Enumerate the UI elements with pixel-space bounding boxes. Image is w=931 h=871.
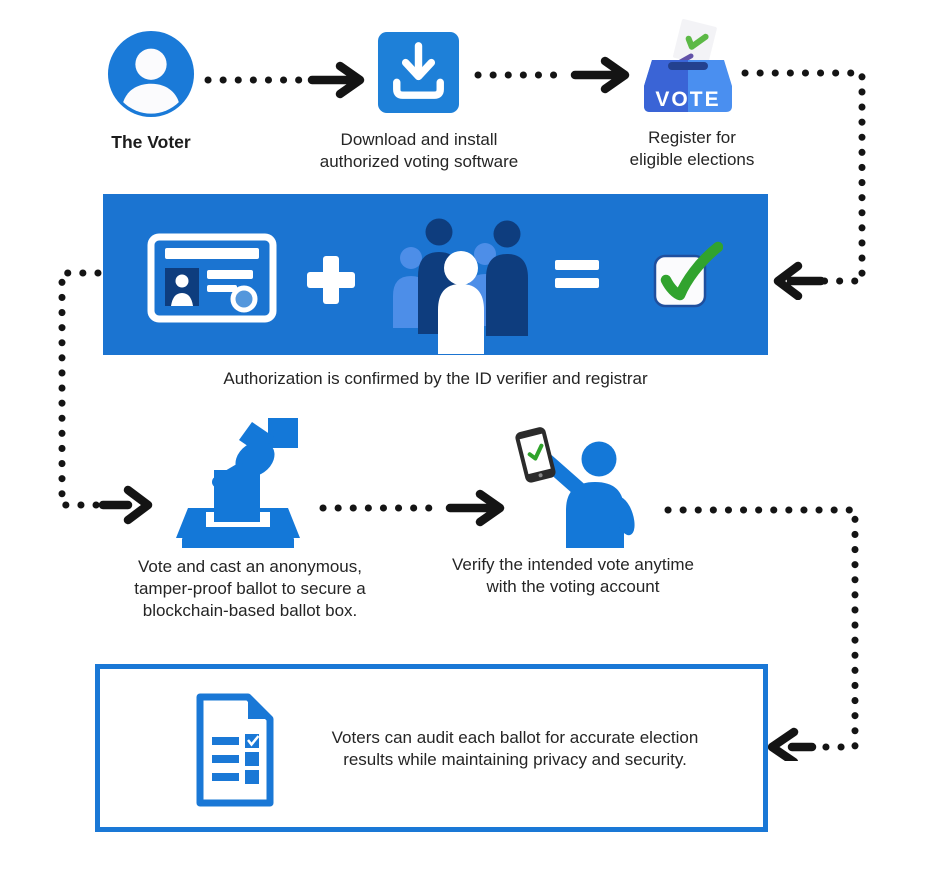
plus-icon <box>307 256 355 304</box>
audit-result-box: Voters can audit each ballot for accurat… <box>95 664 768 832</box>
verify-caption: Verify the intended vote anytime with th… <box>452 555 694 596</box>
audit-document-icon <box>196 693 274 807</box>
vote-ballot-box-icon: VOTE <box>644 19 732 112</box>
equals-icon <box>555 260 599 288</box>
verify-phone-icon <box>515 427 635 548</box>
connector-register-to-banner <box>741 69 866 300</box>
download-caption: Download and install authorized voting s… <box>319 130 519 171</box>
download-icon <box>377 31 460 114</box>
voter-avatar-icon <box>107 30 195 118</box>
cast-caption: Vote and cast an anonymous, tamper-proof… <box>134 557 366 620</box>
authorization-banner <box>103 194 768 355</box>
register-caption: Register for eligible elections <box>629 128 755 169</box>
connector-download-to-register <box>474 56 630 94</box>
checkbox-check-icon <box>653 241 723 308</box>
connector-voter-to-download <box>204 61 365 99</box>
vote-box-text: VOTE <box>655 88 720 111</box>
cast-ballot-icon <box>176 418 300 548</box>
id-card-icon <box>147 233 277 323</box>
connector-cast-to-verify <box>319 489 505 527</box>
connector-verify-to-audit <box>664 506 859 761</box>
people-group-icon <box>393 218 528 354</box>
banner-caption: Authorization is confirmed by the ID ver… <box>223 369 648 388</box>
connector-banner-to-cast <box>58 269 153 525</box>
voter-label: The Voter <box>111 132 191 152</box>
audit-caption: Voters can audit each ballot for accurat… <box>331 728 699 769</box>
